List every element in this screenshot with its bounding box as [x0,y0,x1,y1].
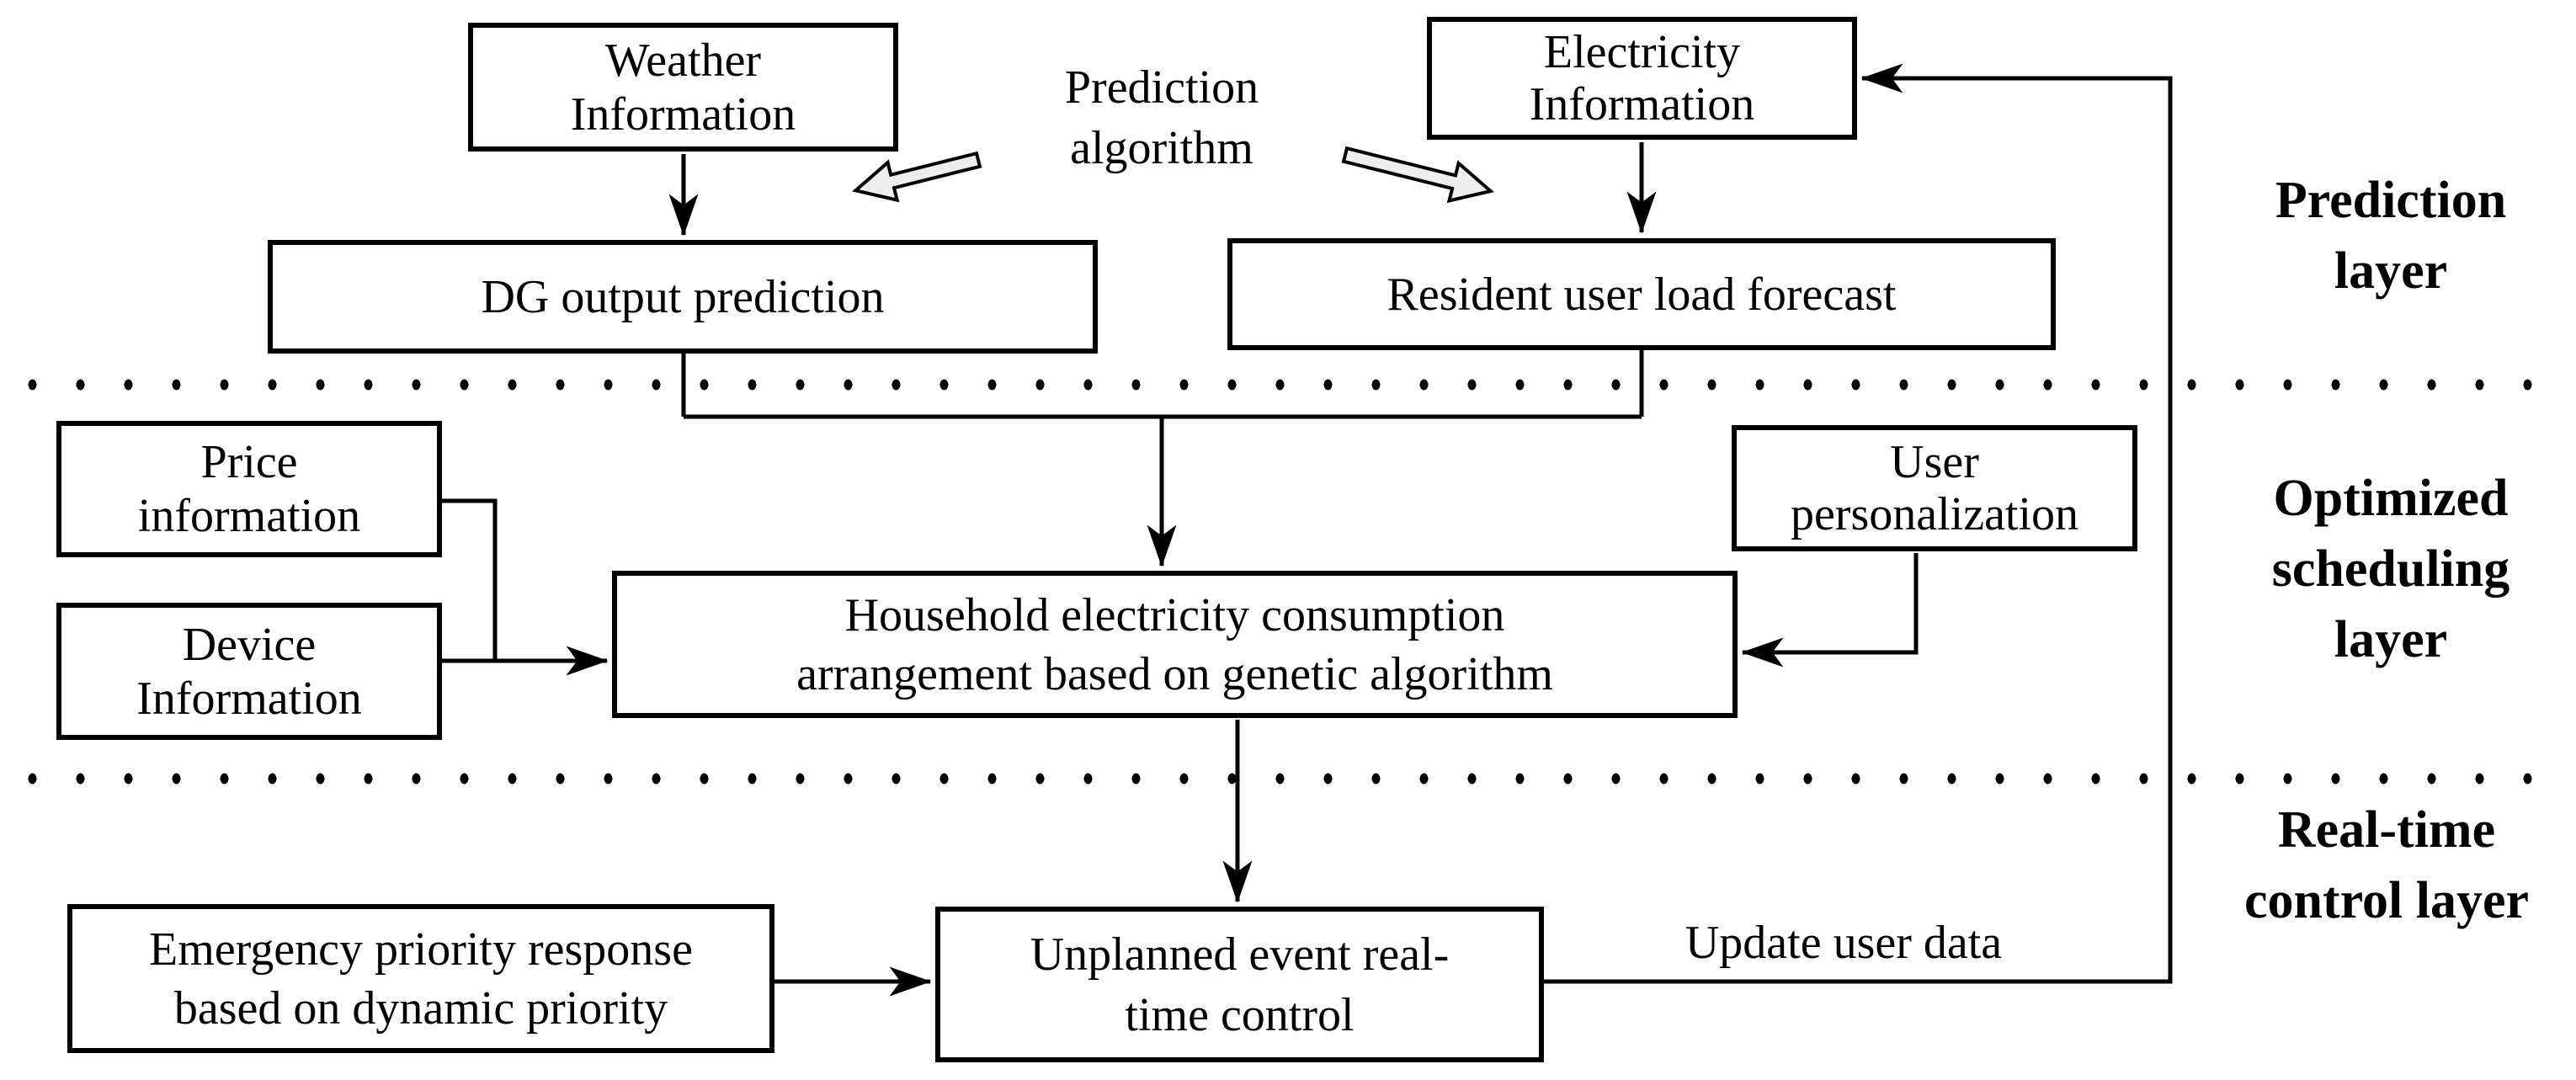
node-unplanned-event-realtime-control: Unplanned event real- time control [935,907,1544,1062]
node-line: User [1890,436,1979,488]
connector-price-branch [442,498,498,661]
annotation-line: Update user data [1685,917,2003,969]
node-electricity-information: Electricity Information [1427,17,1857,140]
connector-user-to-household [1741,553,1919,668]
block-arrow-left-icon [852,151,982,203]
node-user-personalization: User personalization [1732,425,2137,551]
node-line: DG output prediction [481,270,885,323]
node-line: Information [136,672,362,725]
node-line: information [137,490,361,542]
node-household-genetic-algorithm: Household electricity consumption arrang… [612,571,1738,718]
node-line: Information [570,88,796,141]
block-arrow-right-icon [1341,146,1494,204]
node-line: Household electricity consumption [844,588,1505,641]
node-dg-output-prediction: DG output prediction [268,240,1098,354]
layer-label-line: scheduling [2271,540,2510,598]
node-price-information: Price information [56,421,442,557]
connector-update-feedback-to-electricity [1544,63,2173,984]
layer-label-line: layer [2334,611,2448,668]
node-line: Emergency priority response [149,923,693,976]
node-resident-user-load-forecast: Resident user load forecast [1227,238,2056,350]
node-line: Unplanned event real- [1030,928,1450,981]
node-line: Weather [604,34,762,87]
node-emergency-priority-response: Emergency priority response based on dyn… [67,904,774,1053]
label-prediction-layer: Prediction layer [2231,165,2551,306]
layer-label-line: layer [2334,242,2448,300]
node-line: based on dynamic priority [173,982,668,1035]
label-optimized-scheduling-layer: Optimized scheduling layer [2231,463,2551,675]
node-line: arrangement based on genetic algorithm [796,647,1553,700]
node-line: time control [1125,988,1355,1041]
annotation-prediction-algorithm: Prediction algorithm [993,57,1330,178]
annotation-line: Prediction [1064,61,1259,114]
node-line: Electricity [1543,26,1741,78]
node-line: Device [182,618,317,671]
label-realtime-control-layer: Real-time control layer [2206,795,2568,936]
layer-divider-scheduling [8,773,2568,785]
layer-label-line: Optimized [2273,470,2509,527]
node-weather-information: Weather Information [468,23,898,152]
node-line: personalization [1790,488,2079,540]
annotation-line: algorithm [1070,122,1253,174]
layer-label-line: Prediction [2275,172,2507,229]
layer-label-line: control layer [2243,872,2530,929]
layer-divider-prediction [8,379,2568,391]
node-line: Resident user load forecast [1386,268,1897,321]
node-line: Price [200,436,298,488]
node-device-information: Device Information [56,603,442,740]
layer-label-line: Real-time [2277,801,2496,859]
node-line: Information [1529,78,1755,130]
annotation-update-user-data: Update user data [1642,916,2046,970]
